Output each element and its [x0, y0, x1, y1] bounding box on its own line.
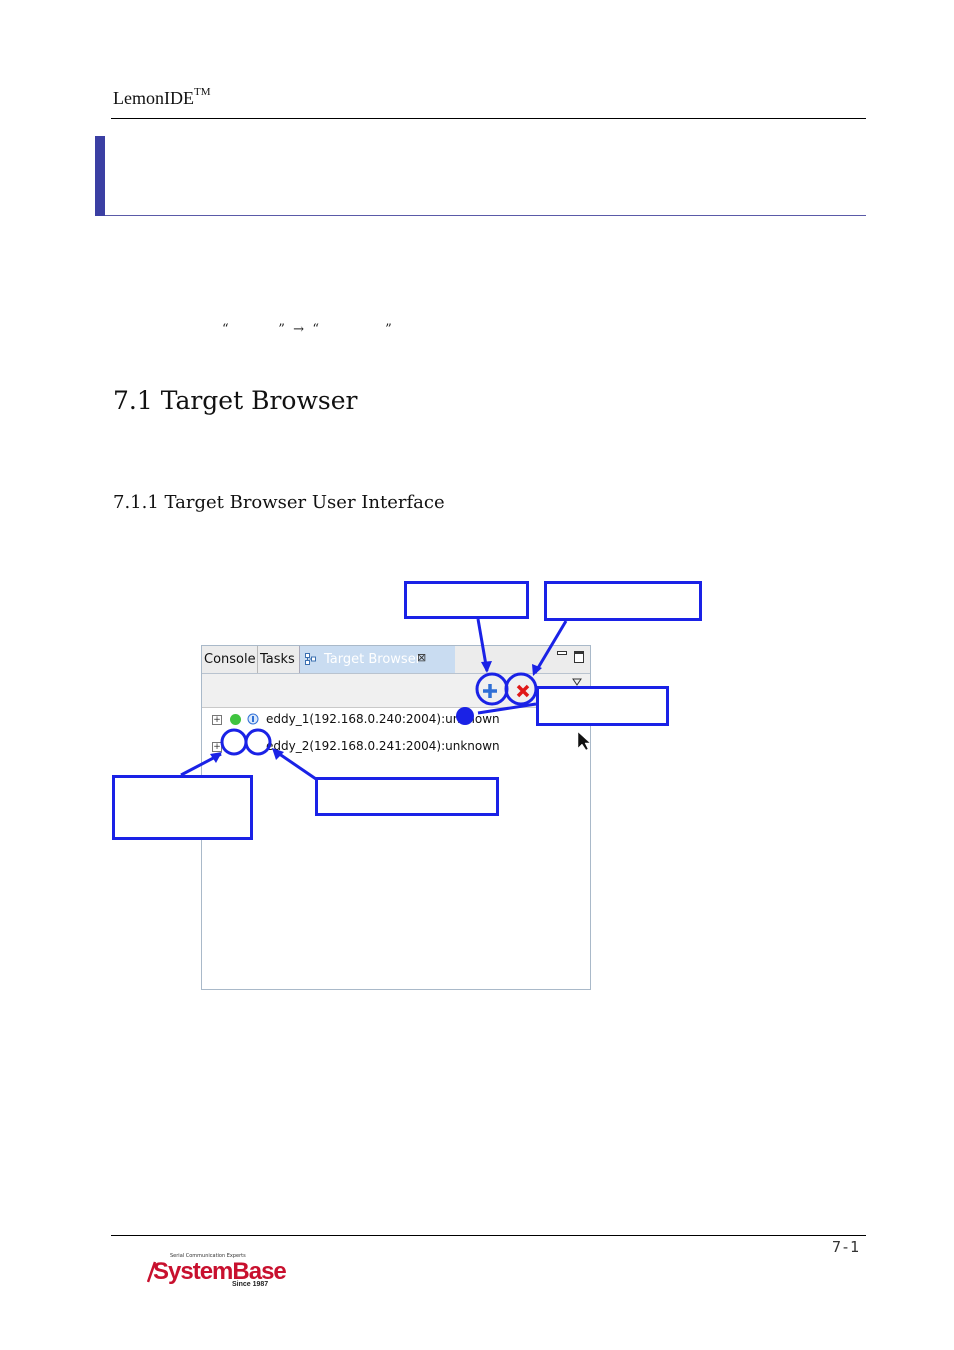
eddy-device-icon: [247, 713, 259, 725]
logo-since: Since 1987: [232, 1281, 269, 1288]
logo-slash-icon: [147, 1261, 157, 1283]
minimize-view-button[interactable]: [557, 651, 567, 655]
section-heading: 7.1 Target Browser: [113, 386, 358, 415]
eddy-device-icon: [247, 740, 259, 752]
callout-target-type: [315, 777, 499, 816]
target-label: eddy_1(192.168.0.240:2004):unknown: [266, 712, 500, 726]
page-number: 7-1: [832, 1238, 860, 1256]
connection-status-icon: [230, 714, 241, 725]
menu-path-text: “ ” → “ ”: [222, 322, 392, 337]
header-rule: [111, 118, 866, 119]
callout-refresh: [536, 686, 669, 726]
expand-icon[interactable]: +: [212, 742, 222, 752]
tab-target-browser[interactable]: Target Browser ⊠: [299, 646, 455, 673]
callout-add-target: [404, 581, 529, 619]
close-tab-icon[interactable]: ⊠: [417, 651, 427, 664]
tab-target-browser-label: Target Browser: [324, 652, 422, 667]
chapter-title-bar: [95, 136, 105, 216]
view-tab-bar: Console Tasks Target Browser ⊠: [202, 646, 590, 674]
expand-icon[interactable]: +: [212, 715, 222, 725]
target-browser-icon: [305, 653, 316, 665]
subsection-heading: 7.1.1 Target Browser User Interface: [113, 492, 445, 513]
target-label: eddy_2(192.168.0.241:2004):unknown: [266, 739, 500, 753]
logo-name: SystemBase: [153, 1258, 287, 1285]
tab-tasks[interactable]: Tasks: [257, 646, 295, 673]
logo-tagline: Serial Communication Experts: [170, 1253, 246, 1259]
remove-target-button[interactable]: [512, 680, 534, 702]
target-browser-view: Console Tasks Target Browser ⊠: [201, 645, 591, 990]
maximize-view-button[interactable]: [574, 651, 584, 663]
systembase-logo: [147, 1253, 272, 1291]
connection-status-icon: [230, 741, 241, 752]
add-target-button[interactable]: [478, 679, 502, 703]
view-toolbar: [202, 674, 590, 708]
callout-remove-target: [544, 581, 702, 621]
callout-connection-status: [112, 775, 253, 840]
footer-rule: [111, 1235, 866, 1236]
view-menu-chevron-icon[interactable]: [572, 678, 582, 686]
tab-console[interactable]: Console: [204, 652, 256, 667]
document-header-title: LemonIDETM: [113, 86, 211, 108]
chapter-title-rule: [105, 215, 866, 216]
